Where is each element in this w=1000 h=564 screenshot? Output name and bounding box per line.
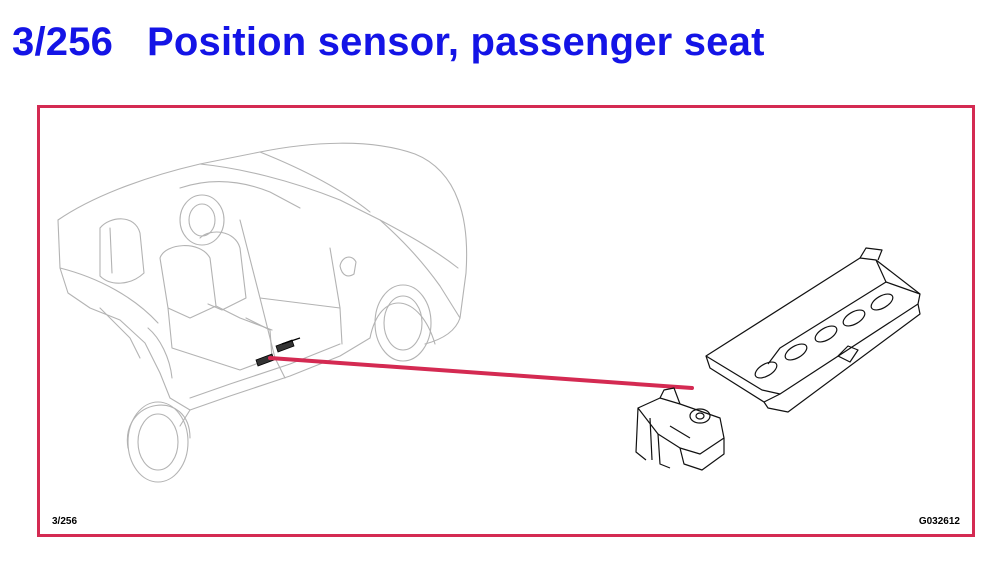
graphic-id-label: G032612 [918, 516, 960, 527]
figure-number-label: 3/256 [52, 516, 78, 527]
leader-line [268, 356, 694, 390]
sensor-location-marker [255, 337, 301, 367]
position-sensor-illustration [635, 387, 725, 471]
seat-rail-illustration [705, 247, 921, 413]
illustration-frame: 3/256 G032612 [37, 105, 975, 537]
diagram-canvas [57, 142, 921, 483]
car-illustration [57, 142, 468, 483]
page-title: 3/256 Position sensor, passenger seat [12, 20, 765, 64]
